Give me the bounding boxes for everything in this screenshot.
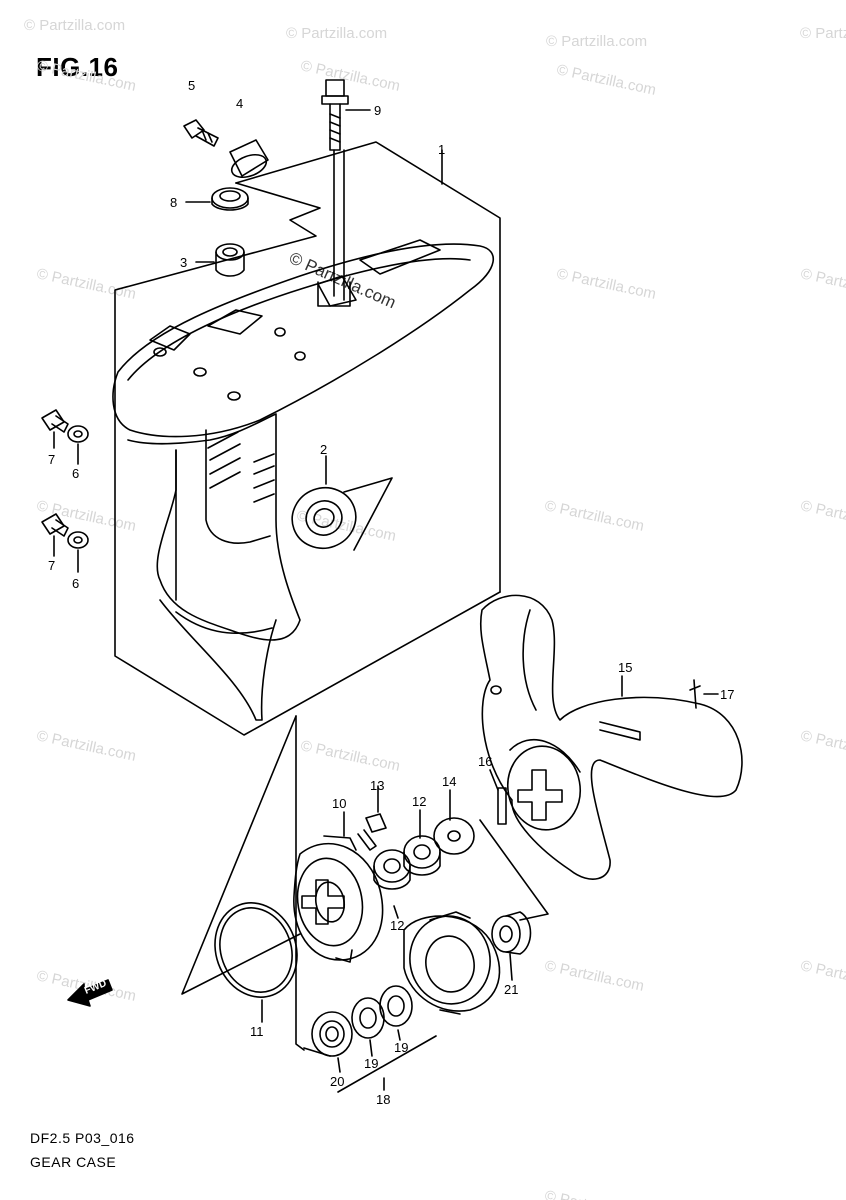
- bolt-part-9: [321, 79, 349, 151]
- watermark: © Partzilla.com: [799, 727, 846, 765]
- screw-part-5: [183, 119, 219, 147]
- figure-title: FIG.16: [36, 52, 119, 82]
- oil-seal-part-12: [373, 849, 411, 890]
- collar-part-3: [215, 243, 245, 277]
- callout-19: 19: [394, 1040, 408, 1055]
- watermark: © Partzilla.com: [35, 497, 137, 535]
- o-ring-part-11: [214, 902, 298, 998]
- watermark: © Partzilla.com: [546, 33, 647, 50]
- propeller-part-15: [479, 594, 743, 880]
- bearing-part-20: [311, 1011, 353, 1057]
- shaft-housing-part-10: [293, 835, 384, 963]
- callout-13: 13: [370, 778, 384, 793]
- callout-9: 9: [374, 103, 381, 118]
- bearing-part-2: [291, 477, 393, 551]
- watermark: © Partzilla.com: [286, 25, 387, 42]
- seal-part-8: [211, 187, 249, 211]
- figure-name: GEAR CASE: [30, 1154, 117, 1170]
- callout-18: 18: [376, 1092, 390, 1107]
- watermark: © Partzilla.com: [299, 737, 401, 775]
- watermark: © Partzilla.com: [799, 957, 846, 995]
- callout-5: 5: [188, 78, 195, 93]
- drain-plug-part-7: [41, 409, 69, 433]
- gasket-part-6: [67, 531, 89, 549]
- callout-20: 20: [330, 1074, 344, 1089]
- gear-case-housing: [112, 149, 495, 721]
- leader-lines[interactable]: [181, 715, 549, 1093]
- callout-16: 16: [478, 754, 492, 769]
- watermark: © Partzilla.com: [35, 727, 137, 765]
- shear-pin-part-16: [497, 787, 507, 825]
- bearing-housing-part-18: [403, 911, 501, 1015]
- watermark: © Partzilla.com: [555, 61, 657, 99]
- gasket-part-6: [67, 425, 89, 443]
- callout-12: 12: [412, 794, 426, 809]
- cotter-pin-part-17: [689, 679, 701, 709]
- callout-labels: 5 4 9 1 8 3 7 6 2 7 6 15 17 16 13 14 10 …: [48, 78, 734, 1107]
- gear-case-frame: [114, 141, 501, 736]
- oil-seal-part-12: [403, 835, 441, 876]
- watermark: © Partzilla.com: [35, 57, 137, 95]
- watermark: © Partzilla.com: [799, 265, 846, 303]
- callout-2: 2: [320, 442, 327, 457]
- callout-12: 12: [390, 918, 404, 933]
- oil-seal-part-19: [351, 997, 385, 1039]
- watermark: © Partzilla.com: [800, 25, 846, 42]
- callout-4: 4: [236, 96, 243, 111]
- watermark: © Partzilla.com: [543, 497, 645, 535]
- callout-14: 14: [442, 774, 456, 789]
- callout-1: 1: [438, 142, 445, 157]
- callout-leaders: [53, 109, 719, 1091]
- oil-seal-part-19: [379, 985, 413, 1027]
- watermark: © Partzilla.com: [35, 265, 137, 303]
- callout-21: 21: [504, 982, 518, 997]
- bushing-part-4: [229, 139, 269, 179]
- callout-7: 7: [48, 452, 55, 467]
- watermark: © Partzilla.com: [799, 497, 846, 535]
- drawing-code: DF2.5 P03_016: [30, 1130, 135, 1146]
- callout-3: 3: [180, 255, 187, 270]
- callout-10: 10: [332, 796, 346, 811]
- watermark: © Partzilla.com: [299, 57, 401, 95]
- watermark: © Partzilla.com: [555, 265, 657, 303]
- callout-7: 7: [48, 558, 55, 573]
- drain-plug-part-7: [41, 513, 69, 537]
- watermark-layer: © Partzilla.com © Partzilla.com © Partzi…: [24, 17, 846, 1200]
- watermark: © Partzilla.com: [24, 17, 125, 34]
- callout-15: 15: [618, 660, 632, 675]
- watermark: © Partzilla.com: [543, 957, 645, 995]
- watermark: © Partzilla.com: [543, 1187, 645, 1200]
- callout-8: 8: [170, 195, 177, 210]
- washer-part-14: [433, 817, 475, 855]
- callout-6: 6: [72, 466, 79, 481]
- callout-11: 11: [250, 1024, 264, 1039]
- callout-17: 17: [720, 687, 734, 702]
- bolt-part-13: [357, 813, 387, 851]
- callout-6: 6: [72, 576, 79, 591]
- callout-19: 19: [364, 1056, 378, 1071]
- bushing-part-21: [491, 911, 532, 955]
